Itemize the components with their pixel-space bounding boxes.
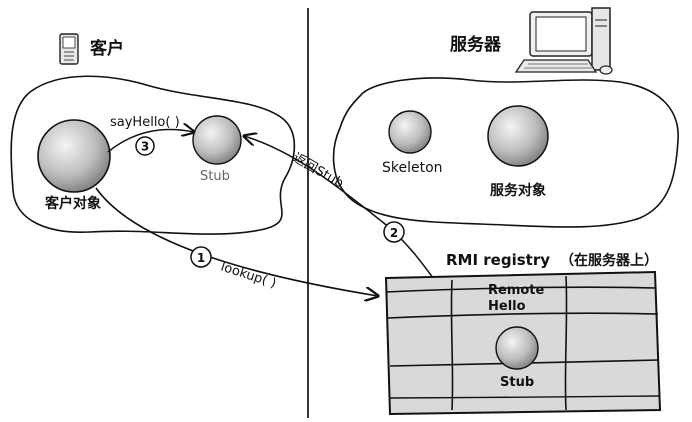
lookup-arrow — [95, 187, 378, 296]
step-1-badge — [190, 246, 212, 268]
server-cloud — [332, 77, 679, 228]
client-cloud — [10, 75, 296, 235]
step-2-badge — [383, 221, 405, 243]
registry-note: （在服务器上） — [560, 252, 658, 269]
step-1-number: 1 — [197, 251, 205, 265]
registry-stub-ball — [495, 326, 539, 370]
return-stub-label: 返回Stub — [290, 150, 346, 191]
client-title: 客户 — [89, 38, 124, 59]
lookup-label: lookup( ) — [219, 260, 278, 292]
client-object-ball — [37, 119, 111, 193]
client-stub-ball — [192, 115, 242, 165]
registry-stub-label: Stub — [500, 375, 534, 390]
step-3-number: 3 — [141, 140, 149, 154]
registry-title: RMI registry — [446, 251, 550, 269]
phone-icon — [59, 33, 79, 65]
registry-entry-line2: Hello — [488, 299, 526, 314]
sayhello-label: sayHello( ) — [110, 115, 180, 130]
skeleton-ball — [388, 110, 432, 154]
skeleton-label: Skeleton — [382, 160, 443, 176]
sayhello-arrow — [107, 129, 194, 153]
step-2-number: 2 — [390, 226, 398, 240]
computer-icon — [514, 7, 613, 75]
service-object-label: 服务对象 — [490, 182, 546, 199]
registry-entry-line1: Remote — [488, 283, 545, 298]
client-stub-label: Stub — [200, 169, 230, 184]
step-3-badge — [135, 136, 155, 156]
client-object-label: 客户对象 — [44, 195, 101, 212]
service-object-ball — [487, 105, 549, 167]
server-title: 服务器 — [450, 34, 502, 55]
